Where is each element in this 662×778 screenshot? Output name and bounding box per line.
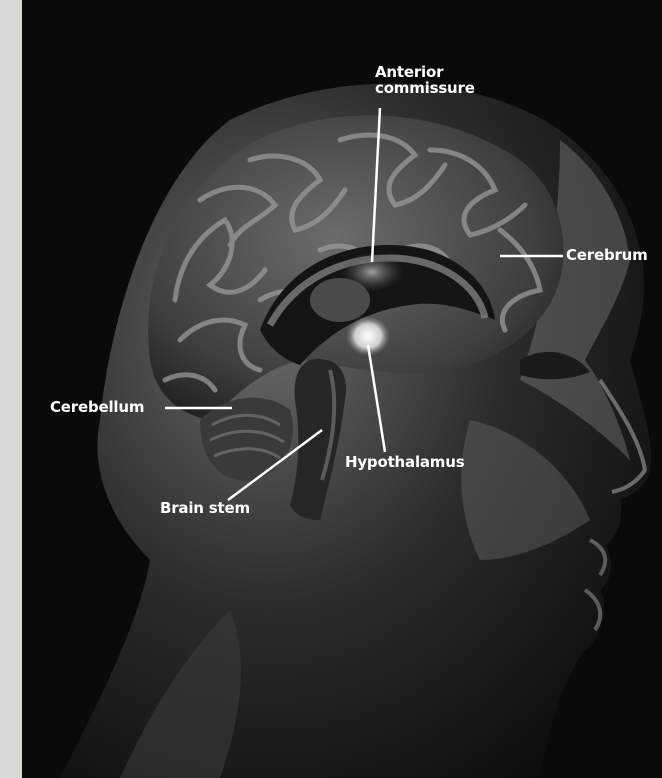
label-cerebrum: Cerebrum (566, 247, 648, 263)
label-anterior-commissure: Anterior commissure (375, 64, 475, 96)
thalamus (310, 278, 370, 322)
label-cerebellum: Cerebellum (50, 399, 144, 415)
label-anterior-commissure-line1: Anterior (375, 64, 475, 80)
label-anterior-commissure-line2: commissure (375, 80, 475, 96)
label-hypothalamus: Hypothalamus (345, 454, 464, 470)
label-brain-stem: Brain stem (160, 500, 250, 516)
